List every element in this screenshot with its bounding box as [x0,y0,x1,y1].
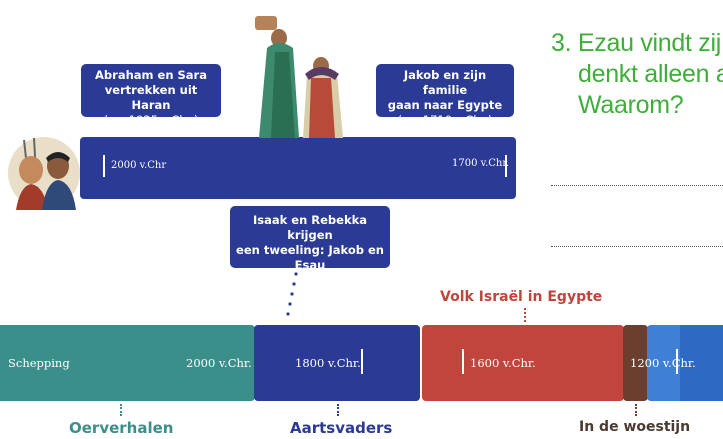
period-label-oerverhalen: Oerverhalen [69,419,174,437]
top-timeline-bar [80,137,516,199]
woestijn-connector [635,404,637,416]
question-line-3-text: Waarom? [578,91,684,119]
egypt-period-label: Volk Israël in Egypte [440,289,603,305]
period-label-woestijn: In de woestijn [579,419,691,435]
question-line-2-text: denkt alleen a [578,60,723,88]
question-line-2: denkt alleen a [551,59,723,90]
top-tick-2000 [103,155,105,177]
answer-line-2[interactable] [551,246,723,247]
callout-isaak-title-2: een tweeling: Jakob en Esau [236,243,384,272]
callout-abraham-title-2: vertrekken uit Haran [104,83,198,112]
men-portrait-illustration [4,136,84,210]
callout-isaak-title-1: Isaak en Rebekka krijgen [252,213,368,242]
period-label-aartsvaders: Aartsvaders [290,419,393,437]
callout-abraham-date: (ca. 1925 v.Chr.) [103,113,199,127]
top-end-label: 1700 v.Chr. [452,158,510,169]
segment-oerverhalen-start-label: Schepping [8,356,70,370]
egypt-label-connector [524,308,526,322]
callout-jakob-title-1: Jakob en zijn familie [403,68,487,97]
segment-woestijn [623,325,648,401]
segment-next-shade [680,325,723,401]
callout-abraham-title-1: Abraham en Sara [95,68,207,82]
question-text: 3. Ezau vindt zij denkt alleen a Waarom? [551,28,723,121]
segment-oerverhalen [0,325,255,401]
segment-egypte-label: 1600 v.Chr. [470,356,536,370]
callout-abraham-sara: Abraham en Sara vertrekken uit Haran (ca… [81,64,221,127]
question-line-1: 3. Ezau vindt zij [551,28,723,59]
segment-aartsvaders-label: 1800 v.Chr. [295,356,361,370]
callout-jakob-title-2: gaan naar Egypte [387,98,503,112]
callout-jakob-date: (ca. 1710 v.Chr.) [397,113,493,127]
segment-aartsvaders [254,325,420,401]
callout-isaak-rebekka: Isaak en Rebekka krijgen een tweeling: J… [230,206,390,287]
segment-egypte [422,325,624,401]
women-illustration [245,8,353,138]
top-tick-1700 [505,155,507,177]
question-line-1-text: Ezau vindt zij [577,29,721,57]
isaak-connector-dots [283,270,299,322]
question-number: 3. [551,29,572,57]
tick-1200 [676,349,678,374]
aartsvaders-connector [337,404,339,416]
tick-1800 [361,349,363,374]
top-start-label: 2000 v.Chr [111,160,167,171]
oerverhalen-connector [120,404,122,416]
tick-1600 [462,349,464,374]
callout-isaak-date: (ca. 1840 v.Chr.) [262,273,358,287]
question-line-3: Waarom? [551,90,723,121]
answer-line-1[interactable] [551,185,723,186]
segment-oerverhalen-end-label: 2000 v.Chr. [186,356,252,370]
segment-next-label: 1200 v.Chr. [630,356,696,370]
callout-jakob-family: Jakob en zijn familie gaan naar Egypte (… [376,64,514,127]
